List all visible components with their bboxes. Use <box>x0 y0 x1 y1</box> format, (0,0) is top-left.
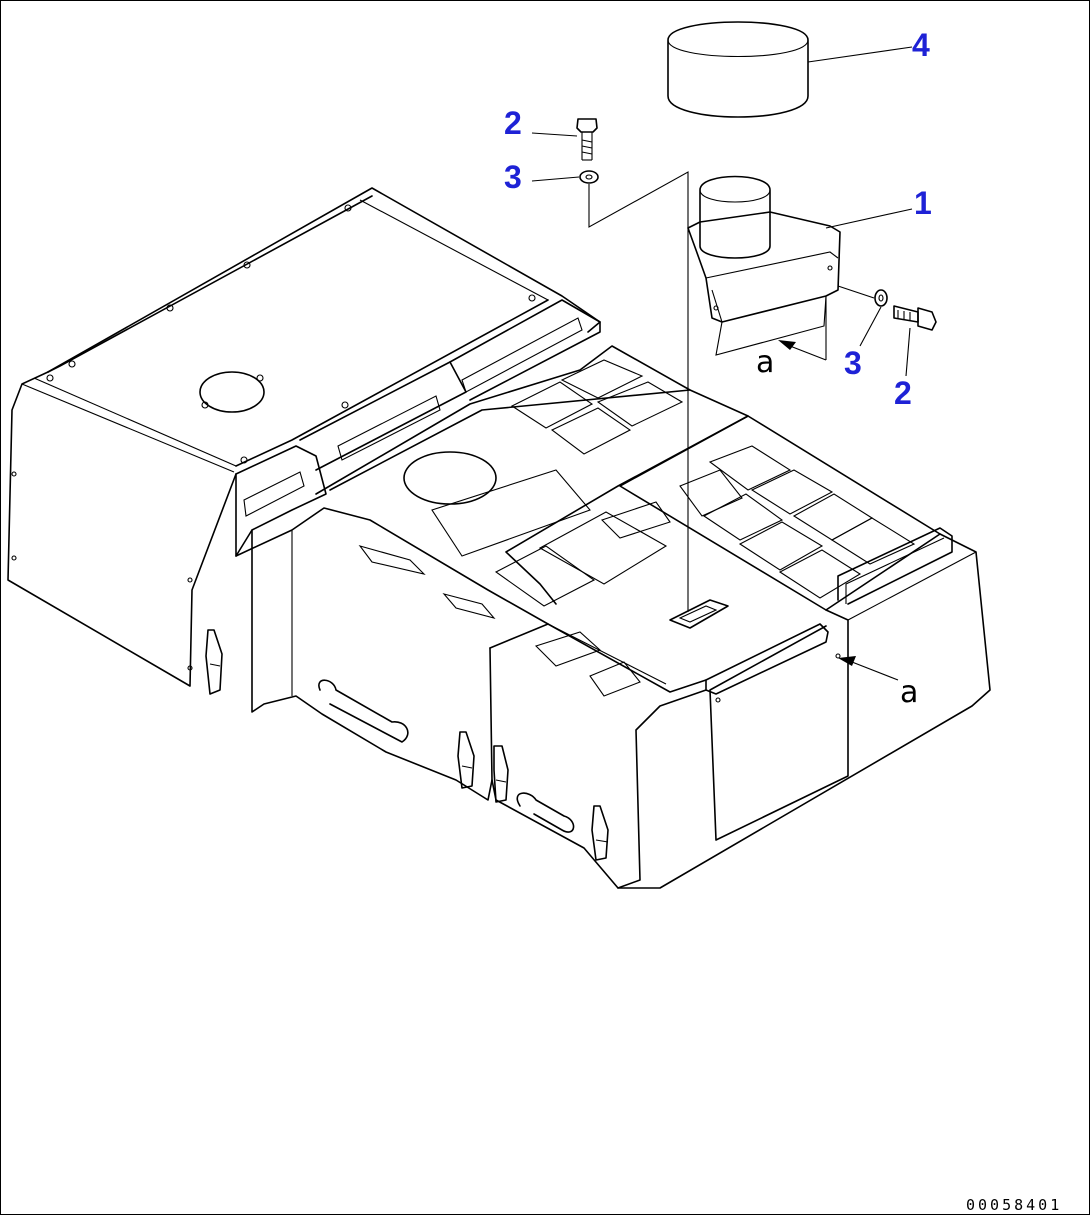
view-a-upper-arrowhead <box>778 340 796 350</box>
view-a-lower-arrow-shaft <box>851 661 899 681</box>
leader-line-3-right <box>859 306 882 347</box>
leader-line-4 <box>807 46 913 63</box>
view-label-a-lower: a <box>900 675 918 710</box>
engine-hood-assembly <box>7 187 991 889</box>
callout-1: 1 <box>914 185 932 221</box>
drawing-code: 00058401 <box>966 1196 1062 1214</box>
part-3-washer-top[interactable] <box>579 170 599 184</box>
washer-axis-line <box>837 285 875 299</box>
callout-4: 4 <box>912 27 930 63</box>
part-1-pipe-bracket[interactable] <box>687 175 841 356</box>
part-3-washer-right[interactable] <box>874 289 888 307</box>
leader-line-2-right <box>905 327 911 377</box>
callout-2-right: 2 <box>894 375 912 411</box>
callout-2-top: 2 <box>504 105 522 141</box>
view-a-upper-arrow-shaft <box>789 345 827 361</box>
view-a-lower-arrowhead <box>838 656 856 666</box>
part-2-bolt-top[interactable] <box>576 118 598 161</box>
leader-line-1 <box>825 208 913 229</box>
view-label-a-upper: a <box>756 345 774 380</box>
part-2-bolt-right[interactable] <box>893 305 937 331</box>
callout-3-top: 3 <box>504 159 522 195</box>
leader-line-3-top <box>531 176 580 182</box>
callout-3-right: 3 <box>844 345 862 381</box>
leader-line-2-top <box>531 132 578 137</box>
part-4-cap[interactable] <box>667 21 809 118</box>
assembly-guide-line <box>588 171 689 612</box>
